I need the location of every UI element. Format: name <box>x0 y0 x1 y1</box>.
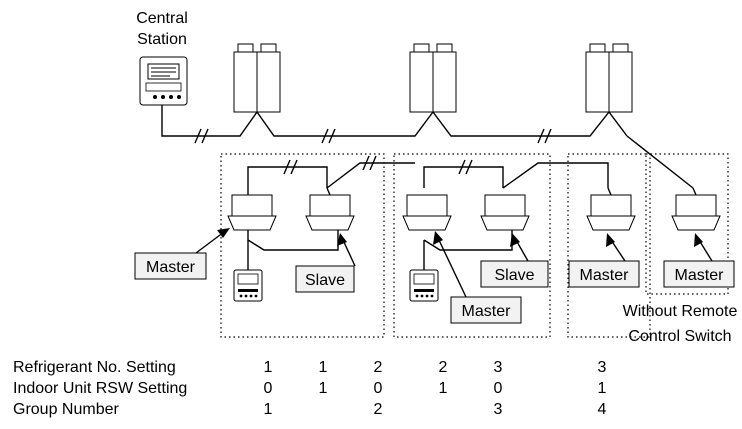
table-cell: 1 <box>263 359 273 376</box>
table-cell: 1 <box>318 380 328 397</box>
label-master-1-text: Master <box>146 259 196 276</box>
without-remote-label-line2: Control Switch <box>628 328 731 345</box>
remote-control-switch-1 <box>233 269 263 302</box>
table-cell: 2 <box>373 401 383 418</box>
group-box-1 <box>220 153 385 338</box>
table-cell: 2 <box>438 359 448 376</box>
indoor-unit-5 <box>586 194 636 231</box>
table-cell: 4 <box>597 401 607 418</box>
table-cell: 0 <box>373 380 383 397</box>
label-master-1: Master <box>134 252 207 280</box>
central-station-label-line1: Central <box>136 10 188 27</box>
table-cell: 0 <box>263 380 273 397</box>
table-cell: 1 <box>438 380 448 397</box>
indoor-unit-4 <box>480 194 530 231</box>
label-slave-1-text: Slave <box>305 272 345 289</box>
table-cell: 1 <box>318 359 328 376</box>
label-master-2-text: Master <box>462 303 512 320</box>
table-row-label: Group Number <box>13 401 119 418</box>
remote-control-switch-2 <box>409 269 439 302</box>
label-master-4-text: Master <box>675 267 725 284</box>
indoor-unit-1 <box>227 194 277 231</box>
pointer-arrows <box>195 228 713 298</box>
outdoor-unit-2 <box>409 43 457 113</box>
label-master-4: Master <box>663 260 735 288</box>
table-cell: 3 <box>493 401 503 418</box>
table-row-label: Indoor Unit RSW Setting <box>13 380 188 397</box>
group-box-2 <box>393 153 551 338</box>
group-box-4 <box>645 153 729 295</box>
table-cell: 3 <box>597 359 607 376</box>
outdoor-indoor-wiring <box>247 155 609 270</box>
label-slave-1: Slave <box>295 265 355 293</box>
label-master-3-text: Master <box>580 267 630 284</box>
label-slave-2-text: Slave <box>494 267 534 284</box>
table-cell: 0 <box>493 380 503 397</box>
indoor-unit-3 <box>402 194 452 231</box>
label-slave-2: Slave <box>480 260 549 288</box>
indoor-unit-2 <box>305 194 355 231</box>
central-bus-wiring <box>161 105 694 189</box>
outdoor-unit-1 <box>233 43 281 113</box>
table-cell: 2 <box>373 359 383 376</box>
table-cell: 1 <box>597 380 607 397</box>
central-station-controller <box>139 56 188 106</box>
label-master-2: Master <box>450 296 522 324</box>
table-cell: 1 <box>263 401 273 418</box>
indoor-unit-6 <box>671 194 721 231</box>
central-station-label-line2: Station <box>137 31 187 48</box>
group-box-3 <box>567 153 651 338</box>
label-master-3: Master <box>568 260 640 288</box>
outdoor-unit-3 <box>585 43 633 113</box>
without-remote-label-line1: Without Remote <box>623 303 738 320</box>
table-cell: 3 <box>493 359 503 376</box>
table-row-label: Refrigerant No. Setting <box>13 359 176 376</box>
